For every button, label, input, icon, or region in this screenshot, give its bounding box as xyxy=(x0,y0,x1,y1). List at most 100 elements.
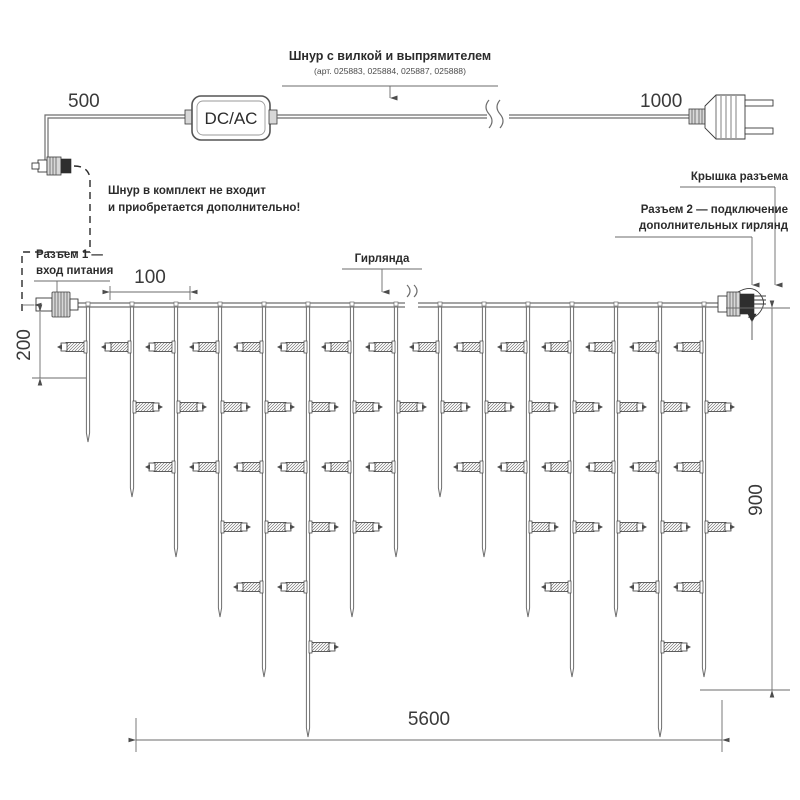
led-module xyxy=(453,340,484,354)
led-collar xyxy=(171,460,176,474)
led-module xyxy=(308,520,339,534)
led-body xyxy=(310,402,331,412)
led-collar xyxy=(259,580,264,594)
led-module xyxy=(629,340,660,354)
led-collar xyxy=(611,460,616,474)
led-strand xyxy=(101,301,163,498)
led-collar xyxy=(127,340,132,354)
led-direction-arrow xyxy=(277,344,282,350)
output-cord-right xyxy=(277,99,690,129)
strand-wire xyxy=(525,306,531,618)
dimension-1000: 1000 xyxy=(640,91,682,112)
top-title: Шнур с вилкой и выпрямителем xyxy=(289,49,491,63)
led-collar xyxy=(484,400,489,414)
led-module xyxy=(704,520,735,534)
led-direction-arrow xyxy=(585,464,590,470)
led-collar xyxy=(132,400,137,414)
led-collar xyxy=(352,400,357,414)
led-collar xyxy=(660,520,665,534)
led-module xyxy=(352,520,383,534)
led-strand xyxy=(629,301,691,738)
led-body xyxy=(197,342,218,352)
led-collar xyxy=(352,520,357,534)
led-collar xyxy=(391,340,396,354)
dimension-100-line xyxy=(102,286,198,300)
led-direction-arrow xyxy=(598,404,603,410)
led-body xyxy=(241,342,262,352)
led-strand xyxy=(365,301,427,558)
led-strand xyxy=(57,301,91,443)
optional-cord-dashed-path xyxy=(21,165,91,312)
led-direction-arrow xyxy=(554,524,559,530)
led-direction-arrow xyxy=(673,344,678,350)
led-body xyxy=(662,522,683,532)
led-direction-arrow xyxy=(642,404,647,410)
strand-wire xyxy=(481,306,487,558)
garland-input-connector xyxy=(22,291,79,318)
led-collar xyxy=(616,400,621,414)
led-body xyxy=(549,462,570,472)
led-collar xyxy=(699,460,704,474)
led-module xyxy=(352,400,383,414)
led-strand xyxy=(453,301,515,558)
led-direction-arrow xyxy=(277,584,282,590)
dimension-5600-line xyxy=(128,700,730,752)
led-body xyxy=(574,522,595,532)
led-body xyxy=(373,462,394,472)
led-direction-arrow xyxy=(686,644,691,650)
led-collar xyxy=(611,340,616,354)
led-direction-arrow xyxy=(233,464,238,470)
led-body xyxy=(197,462,218,472)
led-body xyxy=(549,582,570,592)
led-collar xyxy=(176,400,181,414)
led-module xyxy=(497,460,528,474)
strand-rail-junction xyxy=(481,301,487,307)
led-direction-arrow xyxy=(334,524,339,530)
led-collar xyxy=(171,340,176,354)
led-collar xyxy=(303,340,308,354)
led-body xyxy=(153,462,174,472)
led-collar xyxy=(215,340,220,354)
led-module xyxy=(541,340,572,354)
cord-note-line1: Шнур в комплект не входит xyxy=(108,185,266,197)
led-body xyxy=(574,402,595,412)
cover-label: Крышка разъема xyxy=(691,171,789,183)
strand-wire xyxy=(129,306,135,498)
led-direction-arrow xyxy=(541,584,546,590)
led-direction-arrow xyxy=(510,404,515,410)
led-body xyxy=(329,342,350,352)
led-strand xyxy=(497,301,559,618)
led-collar xyxy=(264,400,269,414)
led-module xyxy=(484,400,515,414)
led-direction-arrow xyxy=(673,464,678,470)
led-module xyxy=(321,340,352,354)
led-collar xyxy=(435,340,440,354)
led-direction-arrow xyxy=(158,404,163,410)
led-body xyxy=(706,402,727,412)
led-direction-arrow xyxy=(585,344,590,350)
led-body xyxy=(549,342,570,352)
cord-left-connector xyxy=(31,156,72,176)
led-module xyxy=(264,520,295,534)
led-direction-arrow xyxy=(365,344,370,350)
led-collar xyxy=(523,340,528,354)
led-module xyxy=(528,520,559,534)
led-module xyxy=(660,520,691,534)
led-module xyxy=(145,340,176,354)
led-collar xyxy=(699,340,704,354)
led-direction-arrow xyxy=(541,344,546,350)
led-direction-arrow xyxy=(233,584,238,590)
led-module xyxy=(528,400,559,414)
connector1-label-leader xyxy=(34,280,110,301)
led-body xyxy=(618,522,639,532)
led-module xyxy=(616,400,647,414)
led-body xyxy=(662,642,683,652)
led-module xyxy=(572,400,603,414)
connector1-label-line1: Разъем 1 — xyxy=(36,249,103,261)
led-module xyxy=(277,580,308,594)
led-direction-arrow xyxy=(453,464,458,470)
cord-note-line2: и приобретается дополнительно! xyxy=(108,202,300,214)
led-direction-arrow xyxy=(730,404,735,410)
led-module xyxy=(673,460,704,474)
